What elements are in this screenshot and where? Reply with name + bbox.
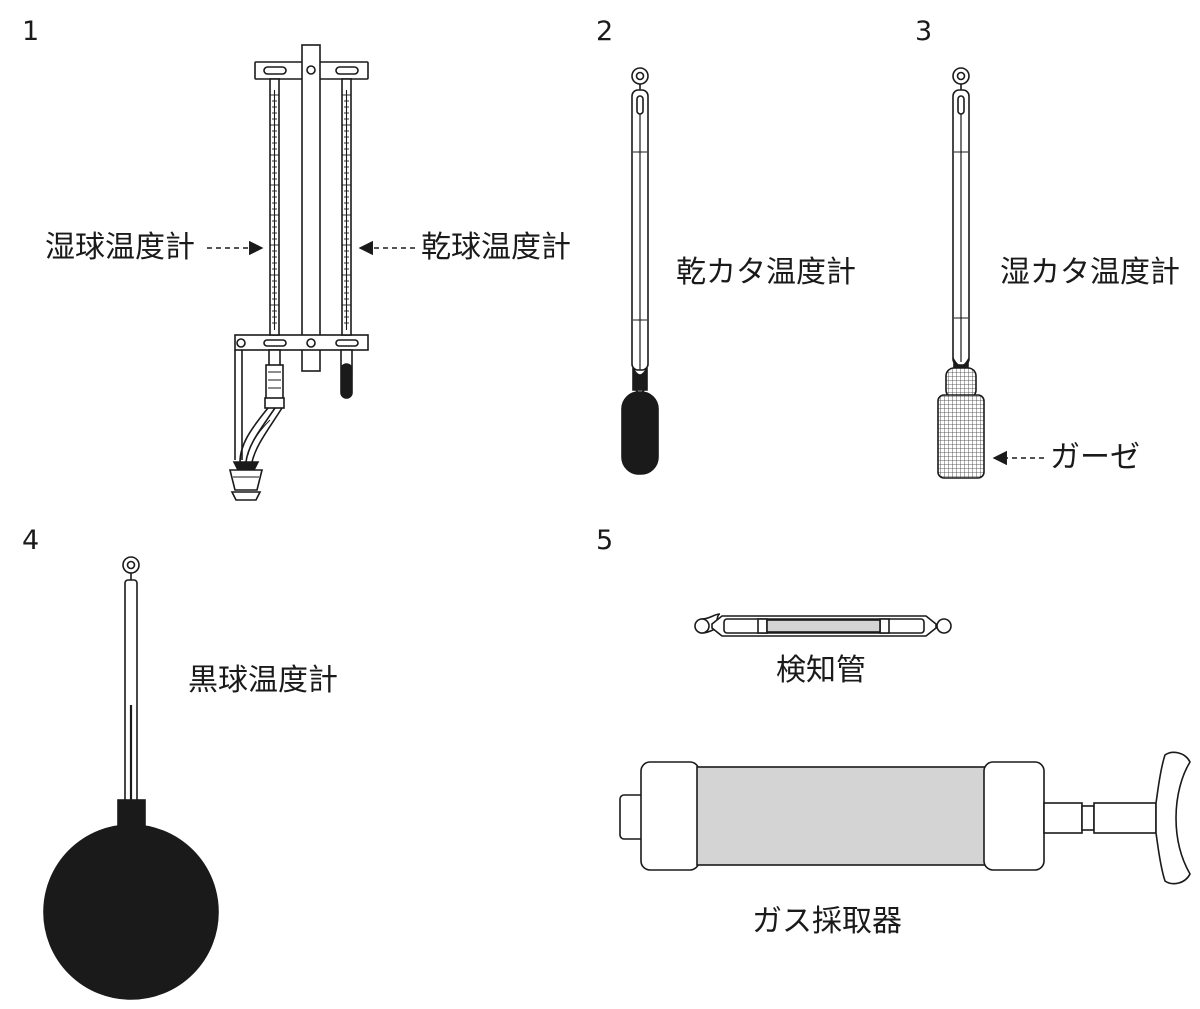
dry-kata-thermometer-label: 乾カタ温度計 — [676, 255, 856, 290]
figure-2-number: 2 — [596, 16, 614, 47]
globe-thermometer-drawing — [43, 556, 219, 1000]
gauze-label: ガーゼ — [1050, 440, 1140, 475]
dry-bulb-thermometer-label: 乾球温度計 — [421, 230, 571, 265]
wet-kata-thermometer-drawing — [937, 67, 985, 479]
detector-tube-drawing — [694, 613, 952, 637]
figure-5-number: 5 — [596, 525, 614, 556]
figure-3-number: 3 — [915, 16, 933, 47]
gas-sampler-label: ガス採取器 — [752, 904, 902, 939]
wet-kata-thermometer-label: 湿カタ温度計 — [1000, 255, 1180, 290]
detector-tube-label: 検知管 — [776, 653, 866, 688]
figure-1-number: 1 — [22, 16, 40, 47]
psychrometer-drawing — [228, 44, 369, 501]
dry-kata-thermometer-drawing — [621, 67, 659, 475]
globe-thermometer-label: 黒球温度計 — [188, 663, 338, 698]
figure-4-number: 4 — [22, 525, 40, 556]
wet-bulb-thermometer-label: 湿球温度計 — [45, 230, 195, 265]
gas-sampler-drawing — [619, 751, 1191, 885]
